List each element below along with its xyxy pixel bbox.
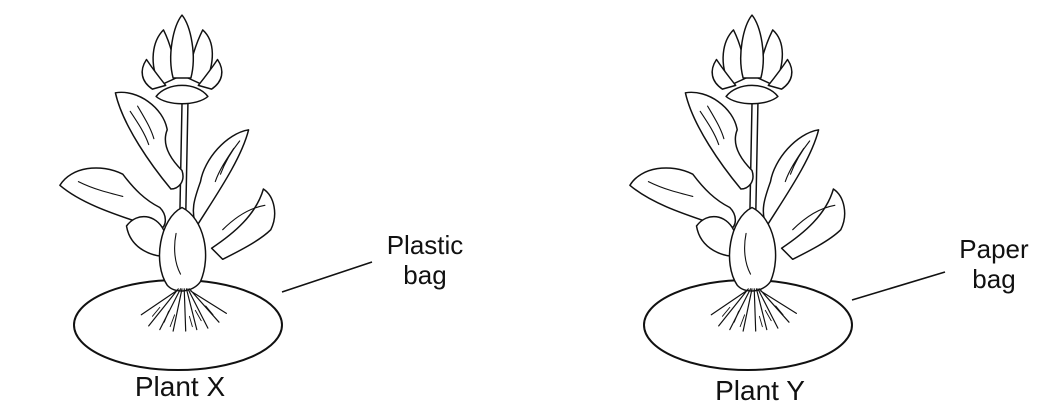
plant-x-figure bbox=[60, 15, 275, 331]
plastic-bag-label: Plastic bag bbox=[370, 230, 480, 290]
plastic-bag-label-line1: Plastic bbox=[370, 230, 480, 260]
plant-y-title: Plant Y bbox=[690, 376, 830, 406]
plastic-bag-pointer-line bbox=[282, 262, 372, 292]
paper-bag-label-line1: Paper bbox=[944, 234, 1044, 264]
plant-y-figure bbox=[630, 15, 845, 331]
plant-x-title: Plant X bbox=[110, 372, 250, 402]
paper-bag-pointer-line bbox=[852, 272, 945, 300]
plant-x-drawing bbox=[60, 15, 372, 370]
plastic-bag-label-line2: bag bbox=[370, 260, 480, 290]
paper-bag-label: Paper bag bbox=[944, 234, 1044, 294]
paper-bag-label-line2: bag bbox=[944, 264, 1044, 294]
plant-y-drawing bbox=[630, 15, 945, 370]
